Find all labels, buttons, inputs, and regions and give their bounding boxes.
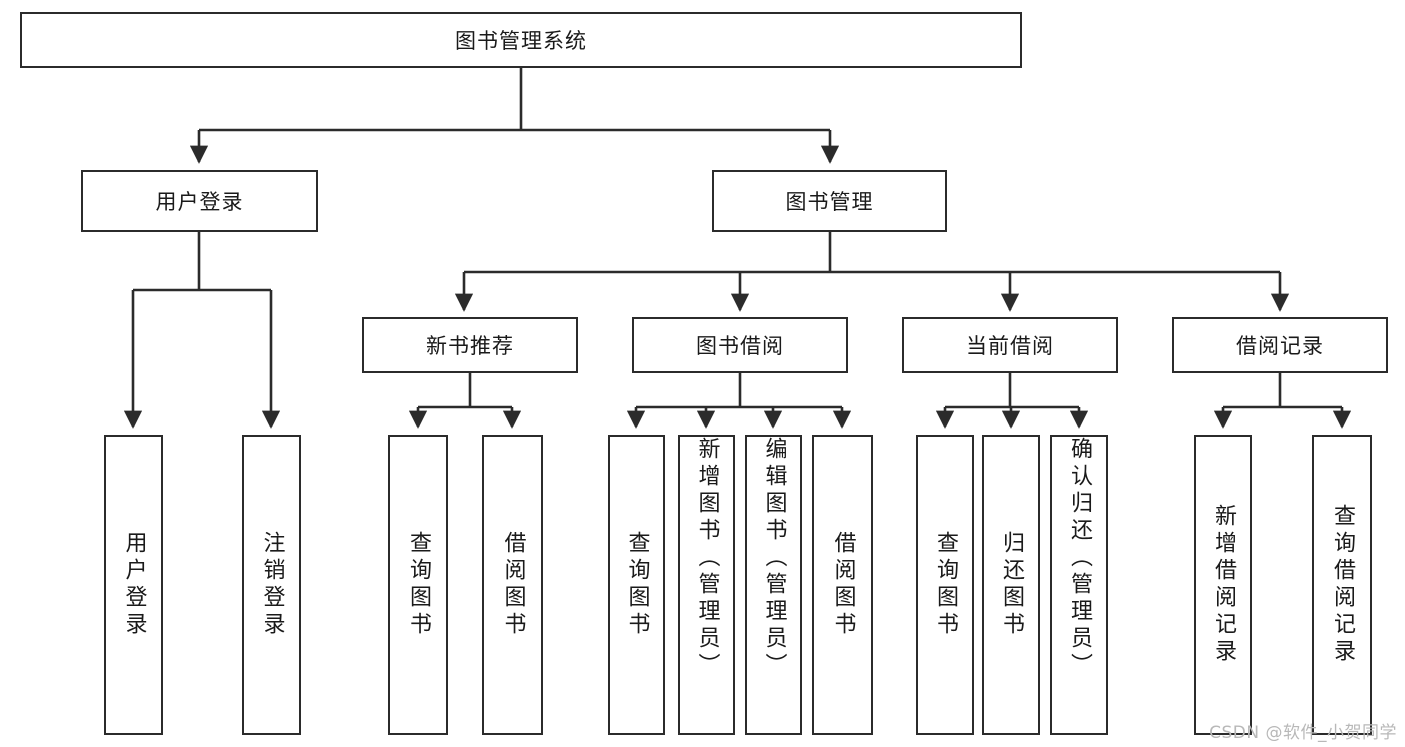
leaf-node-label: 查询图书 [406,531,431,639]
leaf-node[interactable]: 查询图书 [388,435,448,735]
leaf-node[interactable]: 归还图书 [982,435,1040,735]
leaf-node-label: 新增借阅记录 [1211,504,1236,666]
leaf-node[interactable]: 查询借阅记录 [1312,435,1372,735]
leaf-node[interactable]: 借阅图书 [482,435,543,735]
node-borrow-record[interactable]: 借阅记录 [1172,317,1388,373]
node-root[interactable]: 图书管理系统 [20,12,1022,68]
leaf-node[interactable]: 查询图书 [916,435,974,735]
leaf-node-label: 归还图书 [999,531,1024,639]
leaf-node[interactable]: 编辑图书（管理员） [745,435,802,735]
leaf-node[interactable]: 新增借阅记录 [1194,435,1252,735]
node-current-borrow-label: 当前借阅 [966,334,1054,358]
leaf-node-label: 借阅图书 [500,531,526,639]
leaf-node-label: 新增图书（管理员） [694,437,720,680]
leaf-node-label: 借阅图书 [830,531,856,639]
leaf-node[interactable]: 确认归还（管理员） [1050,435,1108,735]
node-user-login-label: 用户登录 [155,190,244,214]
node-new-book-recommend-label: 新书推荐 [426,334,514,358]
leaf-node-label: 注销登录 [259,531,285,639]
node-current-borrow[interactable]: 当前借阅 [902,317,1118,373]
node-book-borrow[interactable]: 图书借阅 [632,317,848,373]
leaf-node-label: 查询图书 [933,531,958,639]
leaf-node-label: 编辑图书（管理员） [761,437,787,680]
leaf-node-label: 用户登录 [121,531,147,639]
node-root-label: 图书管理系统 [455,29,587,53]
leaf-node-label: 查询借阅记录 [1330,504,1355,666]
leaf-node[interactable]: 用户登录 [104,435,163,735]
leaf-node[interactable]: 注销登录 [242,435,301,735]
leaf-node-label: 查询图书 [624,531,650,639]
leaf-node-label: 确认归还（管理员） [1067,437,1092,680]
leaf-node[interactable]: 新增图书（管理员） [678,435,735,735]
node-new-book-recommend[interactable]: 新书推荐 [362,317,578,373]
node-book-borrow-label: 图书借阅 [696,334,784,358]
node-borrow-record-label: 借阅记录 [1236,334,1324,358]
node-book-management-label: 图书管理 [785,190,874,214]
leaf-node[interactable]: 借阅图书 [812,435,873,735]
node-book-management[interactable]: 图书管理 [712,170,947,232]
leaf-node[interactable]: 查询图书 [608,435,665,735]
csdn-watermark: CSDN @软件_小贺同学 [1209,723,1397,743]
node-user-login[interactable]: 用户登录 [81,170,318,232]
